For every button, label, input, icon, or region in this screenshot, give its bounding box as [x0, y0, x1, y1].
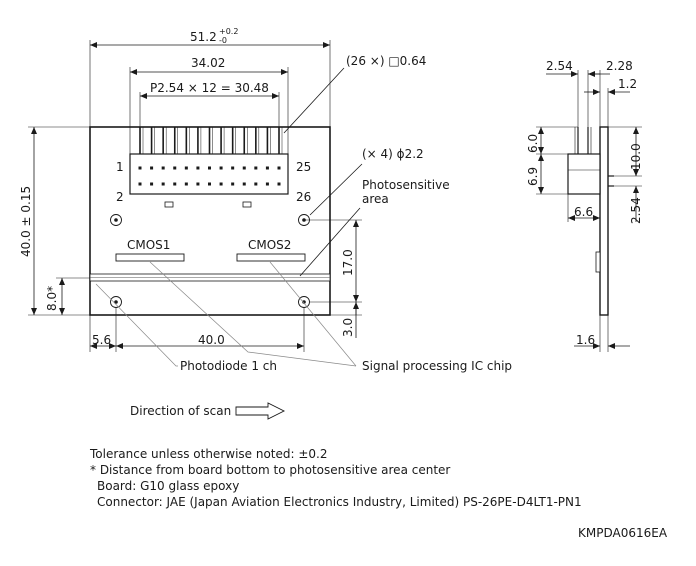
dim-photosensitive-offset-value: 8.0* — [45, 286, 59, 311]
connector-pin-dot — [150, 166, 154, 170]
scan-direction-arrow-icon — [235, 402, 286, 420]
pin-1-label: 1 — [116, 160, 124, 174]
connector-pin-dot — [277, 182, 281, 186]
connector-pin-dot — [231, 166, 235, 170]
side-dim-10-0-value: 10.0 — [629, 143, 643, 170]
dim-hole-bottom-value: 3.0 — [341, 318, 355, 337]
mount-hole-label: (× 4) ϕ2.2 — [362, 147, 424, 161]
connector-pin-dot — [173, 166, 177, 170]
connector-pin-dot — [242, 182, 246, 186]
connector-pin-dot — [173, 182, 177, 186]
connector-pin-tails — [139, 127, 283, 154]
connector-pin-dot — [138, 182, 142, 186]
side-dim-1-2-value: 1.2 — [618, 77, 637, 91]
pin-spec-label: (26 ×) □0.64 — [346, 54, 426, 68]
side-dim-2-54-b-value: 2.54 — [629, 197, 643, 224]
notes-block: Tolerance unless otherwise noted: ±0.2 *… — [89, 447, 582, 509]
connector-pin-dot — [231, 182, 235, 186]
connector-pin-dot — [219, 166, 223, 170]
cmos1-label: CMOS1 — [127, 238, 170, 252]
note-connector: Connector: JAE (Japan Aviation Electroni… — [97, 495, 582, 509]
mount-hole-leader — [309, 163, 363, 216]
front-view: 1 2 25 26 CMOS1 — [89, 126, 331, 316]
side-dim-2-28-value: 2.28 — [606, 59, 633, 73]
connector-pin-dot — [265, 182, 269, 186]
cmos2-label: CMOS2 — [248, 238, 291, 252]
connector-pin-dots — [138, 166, 281, 186]
connector-pin-dot — [184, 182, 188, 186]
connector-pin-dot — [196, 166, 200, 170]
cmos1-chip — [115, 253, 185, 262]
note-board: Board: G10 glass epoxy — [97, 479, 239, 493]
connector-housing — [129, 153, 289, 195]
photosensitive-label-line2: area — [362, 192, 389, 206]
connector-pin-dot — [161, 182, 165, 186]
dim-overall-width-tol-lower: -0 — [219, 36, 227, 45]
side-dimensions: 2.54 2.28 1.2 6.0 6.9 10.0 2.54 6.6 — [526, 59, 643, 352]
mounting-hole — [110, 296, 122, 308]
connector-pin-dot — [208, 166, 211, 170]
photodiode-leader — [95, 283, 178, 367]
photosensitive-leader — [299, 207, 361, 277]
pin-25-label: 25 — [296, 160, 311, 174]
scan-direction: Direction of scan — [130, 402, 286, 420]
side-dim-1-6-value: 1.6 — [576, 333, 595, 347]
mounting-hole — [110, 214, 122, 226]
dim-hole-spacing-value: 40.0 — [198, 333, 225, 347]
connector-pin-dot — [219, 182, 223, 186]
dim-left-offset-value: 5.6 — [92, 333, 111, 347]
signal-ic-label: Signal processing IC chip — [362, 359, 512, 373]
dim-connector-width-value: 34.02 — [191, 56, 225, 70]
document-code: KMPDA0616EA — [578, 526, 668, 540]
front-dimensions: 51.2 +0.2 -0 34.02 P2.54 × 12 = 30.48 (2… — [19, 27, 512, 373]
connector-pin-dot — [265, 166, 269, 170]
side-ic — [595, 251, 601, 273]
photodiode-strip — [89, 273, 331, 282]
connector-pin-dot — [242, 166, 246, 170]
connector-pin-dot — [277, 166, 281, 170]
connector-pin-dot — [138, 166, 142, 170]
dim-hole-vertical-value: 17.0 — [341, 249, 355, 276]
pin-2-label: 2 — [116, 190, 124, 204]
connector-pin-dot — [254, 182, 258, 186]
connector-pin-dot — [161, 166, 165, 170]
mounting-hole — [298, 296, 310, 308]
note-tolerance: Tolerance unless otherwise noted: ±0.2 — [89, 447, 328, 461]
dim-overall-width-value: 51.2 — [190, 30, 217, 44]
connector-pin-dot — [150, 182, 154, 186]
side-connector-body — [567, 153, 601, 195]
connector-pin-dot — [184, 166, 188, 170]
photodiode-label: Photodiode 1 ch — [180, 359, 277, 373]
connector-26-pin — [129, 127, 289, 195]
pad-right — [242, 201, 252, 208]
signal-ic-leader-1 — [149, 261, 357, 367]
side-dim-6-6-value: 6.6 — [574, 205, 593, 219]
dim-board-height-value: 40.0 ± 0.15 — [19, 186, 33, 257]
note-distance: * Distance from board bottom to photosen… — [90, 463, 450, 477]
pin-26-label: 26 — [296, 190, 311, 204]
side-view — [567, 126, 614, 316]
dim-pin-pitch-value: P2.54 × 12 = 30.48 — [150, 81, 269, 95]
connector-pin-dot — [254, 166, 258, 170]
connector-pin-dot — [208, 182, 211, 186]
side-dim-6-9-value: 6.9 — [526, 167, 540, 186]
side-dim-6-0-value: 6.0 — [526, 134, 540, 153]
cmos2-chip — [236, 253, 306, 262]
connector-pin-dot — [196, 182, 200, 186]
side-dim-2-54-value: 2.54 — [546, 59, 573, 73]
dim-overall-width-tol-upper: +0.2 — [219, 27, 238, 36]
pin-spec-leader — [283, 67, 345, 134]
side-board — [599, 126, 609, 316]
photosensitive-label-line1: Photosensitive — [362, 178, 450, 192]
signal-ic-leader-2 — [269, 261, 357, 367]
pad-left — [164, 201, 174, 208]
scan-direction-label: Direction of scan — [130, 404, 231, 418]
